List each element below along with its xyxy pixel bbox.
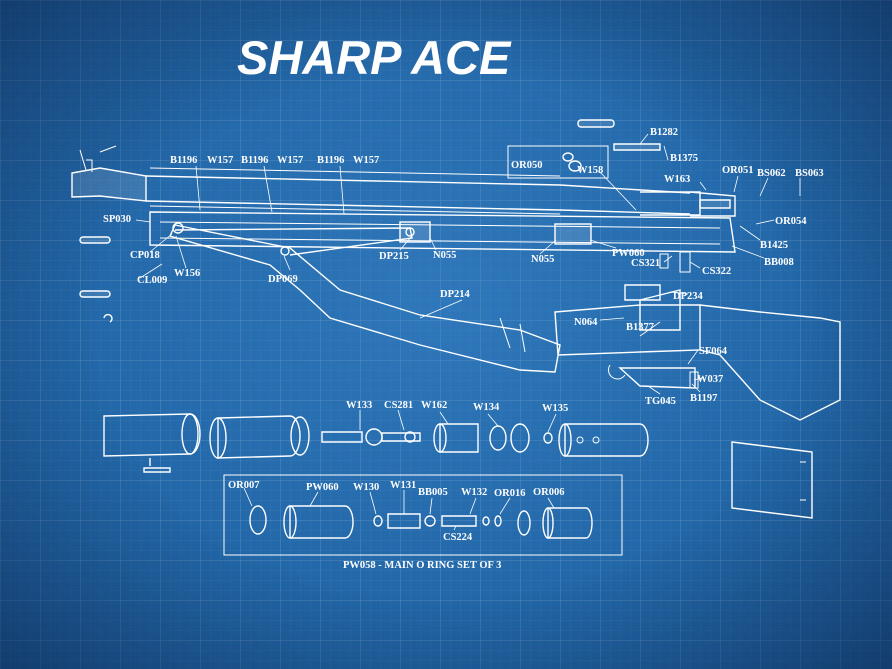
- label-cl009: CL009: [137, 275, 167, 286]
- label-w157-b: W157: [277, 155, 303, 166]
- label-dp214: DP214: [440, 289, 470, 300]
- label-tg045: TG045: [645, 396, 676, 407]
- label-or006: OR006: [533, 487, 565, 498]
- label-w157-a: W157: [207, 155, 233, 166]
- diagram-title: SHARP ACE: [237, 31, 512, 84]
- label-cs321: CS321: [631, 258, 660, 269]
- label-cs224: CS224: [443, 532, 473, 543]
- label-w162: W162: [421, 400, 447, 411]
- label-b1425: B1425: [760, 240, 788, 251]
- label-bb005: BB005: [418, 487, 448, 498]
- label-w135: W135: [542, 403, 568, 414]
- label-dp215: DP215: [379, 251, 409, 262]
- label-sf064: SF064: [699, 346, 728, 357]
- seal-kit-box: [223, 474, 623, 556]
- label-dp069: DP069: [268, 274, 298, 285]
- label-w133: W133: [346, 400, 372, 411]
- label-or050: OR050: [511, 160, 543, 171]
- label-pw060-b: PW060: [306, 482, 339, 493]
- label-pw060-a: PW060: [612, 248, 645, 259]
- label-b1196-a: B1196: [170, 155, 197, 166]
- label-b1196-b: B1196: [241, 155, 268, 166]
- label-n055-b: N055: [531, 254, 554, 265]
- seal-kit-caption: PW058 - MAIN O RING SET OF 3: [343, 560, 501, 571]
- label-b1197: B1197: [690, 393, 717, 404]
- trigger-and-stock: [554, 251, 841, 421]
- lower-parts-row: [103, 413, 649, 473]
- label-cp018: CP018: [130, 250, 160, 261]
- label-b1377: B1377: [626, 322, 654, 333]
- label-n064: N064: [574, 317, 598, 328]
- label-b1196-c: B1196: [317, 155, 344, 166]
- label-w163: W163: [664, 174, 690, 185]
- label-w156: W156: [174, 268, 200, 279]
- label-w134: W134: [473, 402, 500, 413]
- cocking-linkage: [169, 222, 561, 373]
- label-or016: OR016: [494, 488, 526, 499]
- label-w132: W132: [461, 487, 487, 498]
- barrel-assembly: [71, 145, 736, 217]
- loose-pins: [79, 119, 661, 323]
- label-w157-c: W157: [353, 155, 379, 166]
- inset-box-or050: [507, 145, 609, 179]
- label-or054: OR054: [775, 216, 807, 227]
- seal-kit-parts: [249, 505, 593, 539]
- label-w131: W131: [390, 480, 416, 491]
- label-dp234: DP234: [673, 291, 703, 302]
- compression-tube: [149, 211, 736, 253]
- stock-butt: [731, 441, 813, 519]
- label-w130: W130: [353, 482, 379, 493]
- label-w158: W158: [577, 165, 603, 176]
- label-or007: OR007: [228, 480, 260, 491]
- label-n055-a: N055: [433, 250, 456, 261]
- label-bs062: BS062: [757, 168, 786, 179]
- label-cs322: CS322: [702, 266, 731, 277]
- label-bs063: BS063: [795, 168, 824, 179]
- label-b1282: B1282: [650, 127, 678, 138]
- label-sp030: SP030: [103, 214, 131, 225]
- label-cs281: CS281: [384, 400, 413, 411]
- part-labels: B1282 B1375 OR050 W158 OR051 BS062 BS063…: [103, 127, 824, 543]
- label-or051: OR051: [722, 165, 754, 176]
- label-w037: W037: [697, 374, 723, 385]
- leader-lines: [135, 133, 801, 531]
- label-b1375: B1375: [670, 153, 698, 164]
- label-bb008: BB008: [764, 257, 794, 268]
